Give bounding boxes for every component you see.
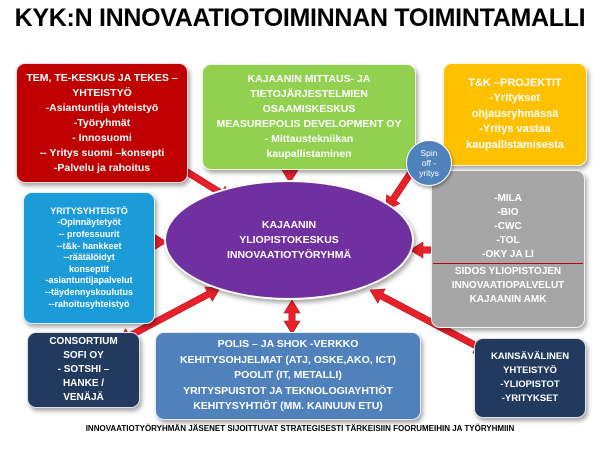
box-line: SOFI OY <box>63 350 104 361</box>
box-measurepolis: KAJAANIN MITTAUS- JA TIETOJÄRJESTELMIEN … <box>202 64 416 170</box>
center-line: KAJAANIN <box>261 218 317 231</box>
box-line: KAINSÄVÄLINEN <box>490 351 570 362</box>
box-line: -OKY JA LI <box>482 248 534 260</box>
box-line: -Yritys vastaa <box>479 123 551 136</box>
box-line: KEHITYSYHTIÖT (MM. KAINUUN ETU) <box>193 400 383 413</box>
spin-line: Spin <box>420 148 438 158</box>
box-line: - Innosuomi <box>72 131 132 144</box>
box-line: POLIS – JA SHOK -VERKKO <box>217 338 359 351</box>
box-line: -Asiantuntija yhteistyö <box>45 101 159 114</box>
box-line: --räätälöidyt <box>63 252 115 263</box>
spin-line: yritys <box>419 168 439 178</box>
box-line: -- professuurit <box>58 229 120 240</box>
box-line: HANKE / <box>62 378 105 389</box>
box-consortium-sofi: CONSORTIUM SOFI OY - SOTSHI – HANKE / VE… <box>27 332 140 408</box>
box-line: INNOVAATIOPALVELUT <box>451 279 565 291</box>
box-divider <box>433 262 583 264</box>
box-line: --t&k- hankkeet <box>56 240 122 251</box>
box-line: SIDOS YLIOPISTOJEN <box>454 265 562 277</box>
box-line: TEM, TE-KESKUS JA TEKES – <box>26 71 178 84</box>
diagram-title: KYK:N INNOVAATIOTOIMINNAN TOIMINTAMALLI <box>14 4 586 32</box>
center-line: INNOVAATIOTYÖRYHMÄ <box>226 248 352 261</box>
box-line: T&K –PROJEKTIT <box>468 76 562 89</box>
box-line: -TOL <box>496 234 520 246</box>
box-line: CONSORTIUM <box>49 336 118 347</box>
box-tk-projektit: T&K –PROJEKTIT -Yritykset ohjausryhmässä… <box>443 63 587 166</box>
box-line: YRITYSPUISTOT JA TEKNOLOGIAYHTIÖT <box>183 384 393 397</box>
box-line: - SOTSHI – <box>57 364 110 375</box>
center-innovation-group: KAJAANIN YLIOPISTOKESKUS INNOVAATIOTYÖRY… <box>164 180 414 300</box>
box-sidos-yliopistot: -MILA -BIO -CWC -TOL -OKY JA LI SIDOS YL… <box>431 170 585 328</box>
box-line: kaupallistamisesta <box>466 138 564 151</box>
box-line: -MILA <box>494 192 522 204</box>
box-line: KAJAANIN AMK <box>469 293 547 305</box>
box-polis-shok: POLIS – JA SHOK -VERKKO KEHITYSOHJELMAT … <box>155 332 421 420</box>
box-line: -CWC <box>494 220 522 232</box>
box-line: OSAAMISKESKUS <box>262 103 356 115</box>
box-line: -YRITYKSET <box>501 393 559 404</box>
box-line: VENÄJÄ <box>63 392 104 403</box>
box-line: -Palvelu ja rahoitus <box>53 161 151 174</box>
box-line: -Opinnäytetyöt <box>57 217 121 228</box>
box-line: -Yritykset <box>489 92 541 105</box>
box-line: POOLIT (IT, METALLI) <box>234 369 342 382</box>
box-line: kaupallistaminen <box>266 148 352 160</box>
box-line: ohjausryhmässä <box>471 107 559 120</box>
center-line: YLIOPISTOKESKUS <box>239 233 339 246</box>
box-yritysyhteistyo: YRITYSYHTEISTÖ -Opinnäytetyöt -- profess… <box>23 192 155 324</box>
footer-note: INNOVAATIOTYÖRYHMÄN JÄSENET SIJOITTUVAT … <box>85 424 515 433</box>
box-line: KAJAANIN MITTAUS- JA <box>247 73 371 85</box>
box-line: TIETOJÄRJESTELMIEN <box>250 88 368 100</box>
box-line: -YLIOPISTOT <box>500 379 560 390</box>
box-line: -- Yritys suomi –konsepti <box>39 146 165 159</box>
box-line: MEASUREPOLIS DEVELOPMENT OY <box>216 118 402 130</box>
box-line: konseptit <box>68 263 109 274</box>
box-line: -Työryhmät <box>73 116 131 129</box>
box-line: --täydennyskoulutus <box>44 286 133 297</box>
spin-off-bubble: Spin off - yritys <box>406 140 452 186</box>
box-line: YHTEISTYÖ <box>72 86 132 99</box>
box-line: KEHITYSOHJELMAT (ATJ, OSKE,AKO, ICT) <box>179 353 397 366</box>
box-line: --rahoitusyhteistyö <box>48 298 130 309</box>
box-line: -BIO <box>497 206 519 218</box>
connector-arrow <box>283 299 301 335</box>
box-line: - Mittaustekniikan <box>264 133 354 145</box>
box-line: YRITYSYHTEISTÖ <box>50 205 128 216</box>
box-kansainvalinen-yhteistyo: KAINSÄVÄLINEN YHTEISTYÖ -YLIOPISTOT -YRI… <box>474 338 586 418</box>
box-line: -asiantuntijapalvelut <box>45 275 133 286</box>
box-line: YHTEISTYÖ <box>503 365 557 376</box>
spin-line: off - <box>421 158 437 168</box>
box-tem-te-keskus-tekes: TEM, TE-KESKUS JA TEKES – YHTEISTYÖ -Asi… <box>16 63 188 183</box>
